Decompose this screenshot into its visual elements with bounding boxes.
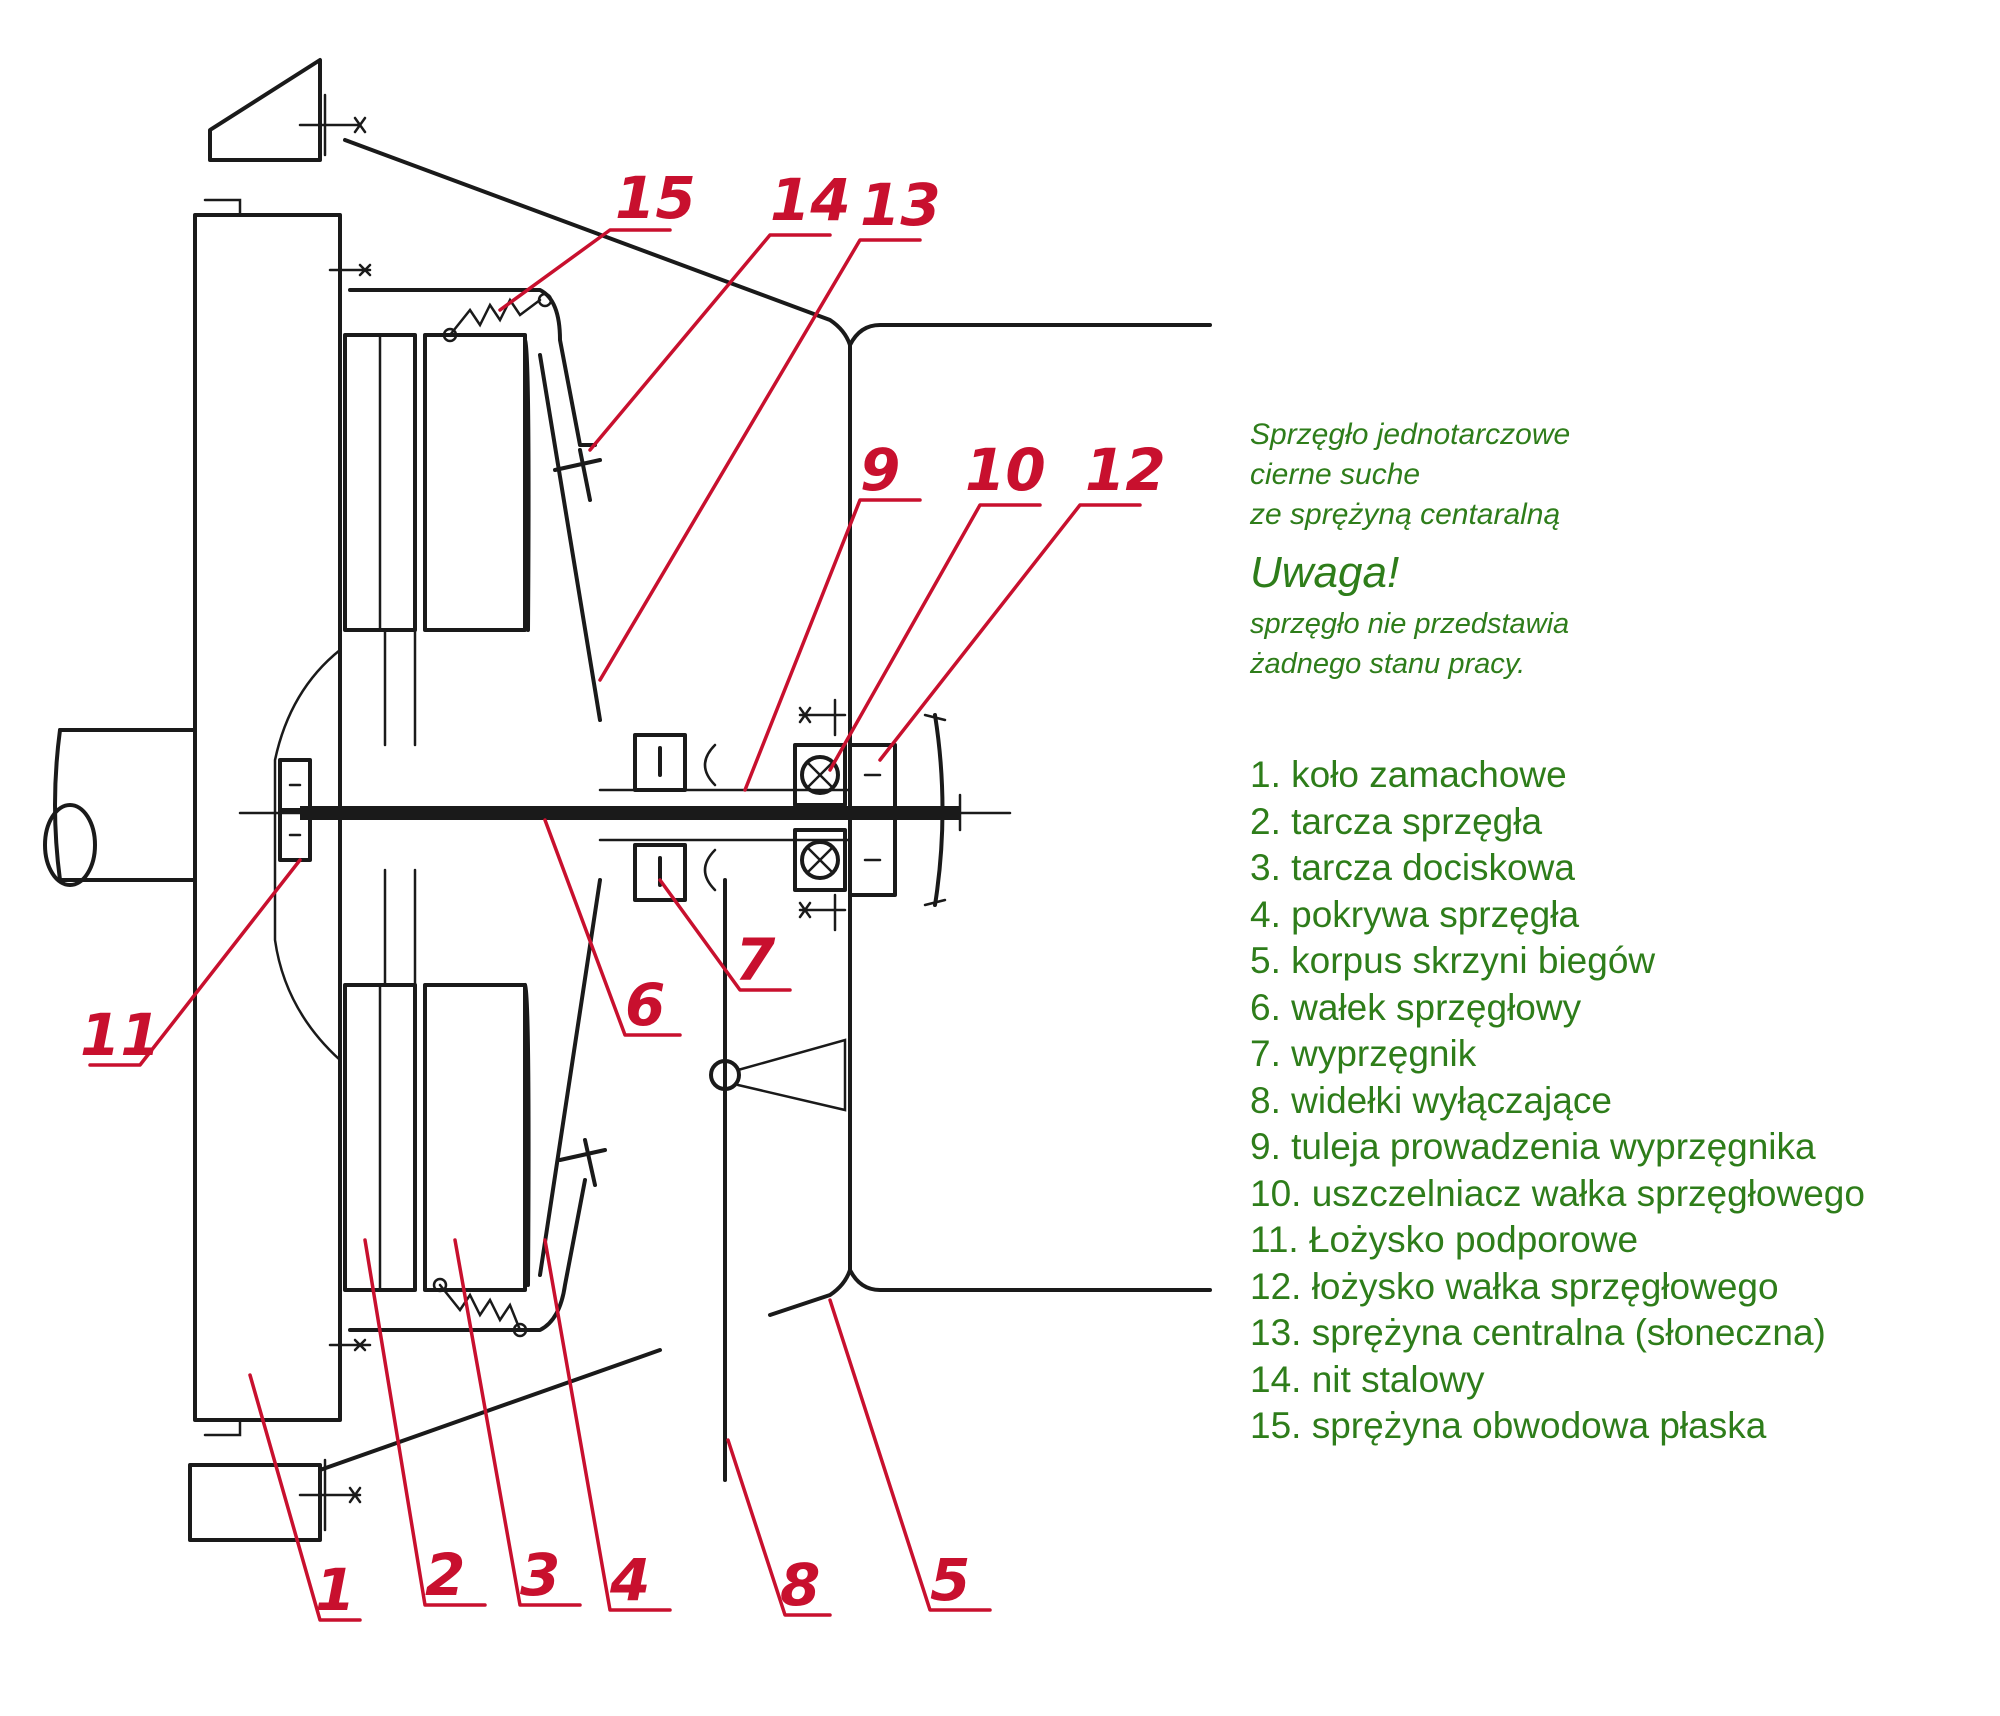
engine-block-bottom (188, 1463, 322, 1542)
callout-12: 12 (1085, 436, 1166, 504)
block-bolt-top (298, 93, 367, 157)
leader-2 (363, 1238, 487, 1607)
description-line: Sprzęgło jednotarczowe (1250, 418, 1571, 451)
legend-item: 2. tarcza sprzęgła (1250, 800, 1543, 842)
leader-9 (743, 498, 922, 792)
legend-item: 8. widełki wyłączające (1250, 1079, 1612, 1121)
leader-7 (658, 878, 792, 992)
clutch-disc-top (343, 333, 531, 632)
legend-item: 1. koło zamachowe (1250, 754, 1567, 795)
legend-item: 5. korpus skrzyni biegów (1250, 940, 1656, 981)
legend-item: 9. tuleja prowadzenia wyprzęgnika (1250, 1126, 1816, 1167)
parts-legend: 1. koło zamachowe 2. tarcza sprzęgła 3. … (1250, 752, 1865, 1450)
seal-bolt-bottom (798, 893, 847, 932)
note-text: sprzęgło nie przedstawia żadnego stanu p… (1250, 604, 1569, 684)
bell-housing (318, 138, 852, 1472)
legend-item: 4. pokrywa sprzęgła (1250, 893, 1580, 935)
leader-4 (543, 1238, 672, 1612)
leader-3 (453, 1238, 582, 1607)
callout-13: 13 (860, 171, 941, 239)
pilot-bearing (278, 758, 312, 862)
description-line: ze sprężyną centaralną (1250, 498, 1561, 531)
leader-8 (726, 1438, 832, 1617)
flywheel (193, 198, 342, 1437)
leader-14 (588, 233, 832, 452)
callout-1: 1 (315, 1556, 355, 1624)
callout-6: 6 (625, 971, 665, 1039)
leader-10 (828, 503, 1042, 772)
note-line: sprzęgło nie przedstawia (1250, 608, 1570, 640)
engine-block-top (208, 58, 322, 162)
flat-spring-bottom (432, 1277, 528, 1338)
steel-rivet-bottom (558, 1138, 607, 1187)
drawing-description: Sprzęgło jednotarczowe cierne suche ze s… (1250, 415, 1570, 535)
legend-item: 13. sprężyna centralna (słoneczna) (1250, 1312, 1826, 1353)
gearbox-case (848, 323, 1212, 1292)
steel-rivet-top (553, 448, 602, 502)
input-shaft (238, 793, 1012, 832)
legend-item: 10. uszczelniacz wałka sprzęgłowego (1250, 1172, 1865, 1214)
block-bolt-bottom (298, 1458, 362, 1532)
callout-4: 4 (609, 1546, 650, 1614)
seal-bolt-top (798, 698, 847, 737)
release-fork (709, 878, 847, 1482)
legend-item: 7. wyprzęgnik (1250, 1033, 1477, 1074)
legend-item: 15. sprężyna obwodowa płaska (1250, 1405, 1767, 1446)
note-title: Uwaga! (1250, 548, 1400, 597)
legend-item: 6. wałek sprzęgłowy (1250, 986, 1582, 1028)
flat-spring-top (442, 292, 553, 343)
legend-item: 3. tarcza dociskowa (1250, 847, 1575, 888)
callout-14: 14 (770, 166, 851, 234)
crankshaft (43, 728, 197, 887)
leader-1 (248, 1373, 362, 1622)
cover-bolt-top (328, 253, 372, 292)
shaft-bearing (848, 713, 947, 907)
leader-6 (543, 818, 682, 1037)
leader-13 (598, 238, 922, 682)
callout-11: 11 (80, 1001, 161, 1069)
leader-11 (88, 858, 302, 1067)
legend-item: 11. Łożysko podporowe (1250, 1219, 1639, 1260)
callout-8: 8 (780, 1551, 820, 1619)
note-line: żadnego stanu pracy. (1250, 648, 1526, 680)
legend-item: 12. łożysko wałka sprzęgłowego (1250, 1265, 1779, 1307)
callout-5: 5 (930, 1546, 970, 1614)
cover-bolt-bottom (328, 1328, 372, 1362)
leader-5 (828, 1298, 992, 1612)
callout-2: 2 (425, 1541, 465, 1609)
shaft-seal (793, 743, 847, 892)
callout-3: 3 (520, 1541, 560, 1609)
callout-7: 7 (735, 926, 776, 994)
description-line: cierne suche (1250, 458, 1421, 491)
leader-12 (878, 503, 1142, 762)
callout-9: 9 (860, 436, 900, 504)
clutch-disc-bottom (343, 983, 531, 1292)
callout-10: 10 (965, 436, 1046, 504)
leader-15 (498, 228, 672, 312)
callout-15: 15 (615, 164, 696, 232)
legend-item: 14. nit stalowy (1250, 1358, 1485, 1400)
